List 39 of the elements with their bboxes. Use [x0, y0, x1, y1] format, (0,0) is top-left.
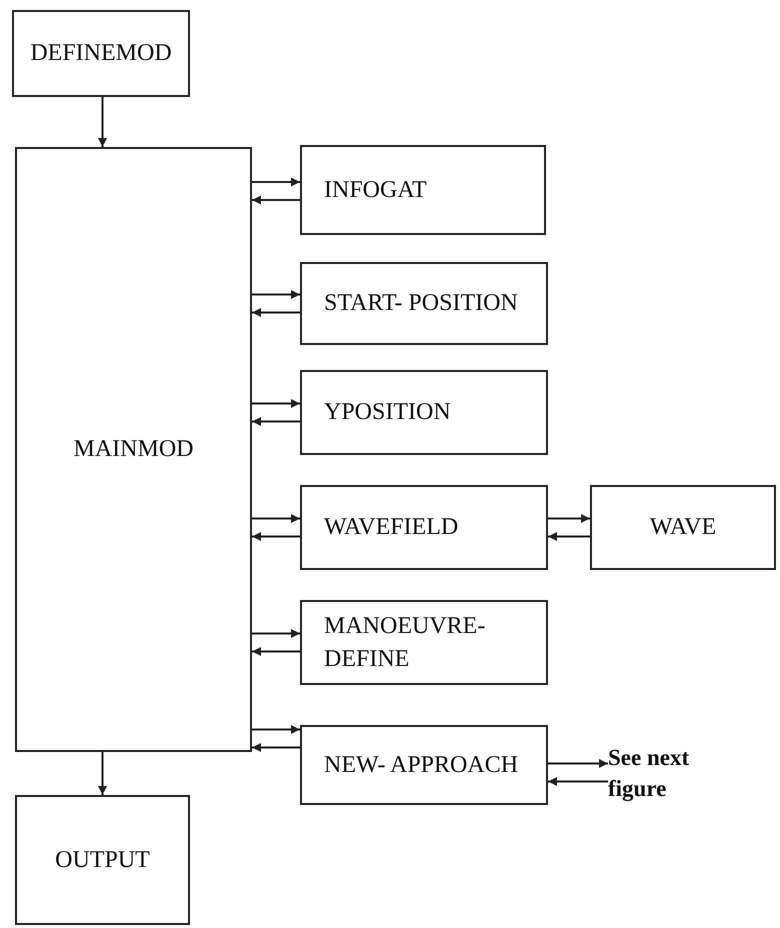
arrow: [252, 629, 300, 638]
box-label: INFOGAT: [324, 176, 427, 205]
arrow: [98, 752, 107, 795]
box-label: YPOSITION: [324, 398, 451, 428]
arrow: [252, 647, 300, 656]
process-box: [300, 370, 548, 455]
box-label: OUTPUT: [55, 846, 150, 875]
process-box: [300, 600, 548, 685]
arrow: [548, 777, 608, 786]
box-label: MANOEUVRE- DEFINE: [324, 612, 486, 674]
arrow: [252, 514, 300, 523]
note-text: See next figure: [608, 744, 690, 804]
box-label: WAVE: [650, 513, 716, 542]
box-label: WAVEFIELD: [324, 513, 458, 542]
box-label: NEW- APPROACH: [324, 750, 518, 780]
process-box: [300, 145, 546, 235]
arrow: [252, 417, 300, 426]
arrow: [252, 178, 300, 186]
process-box: [300, 485, 548, 570]
arrow: [548, 532, 590, 541]
arrow: [252, 308, 300, 317]
arrow: [252, 399, 300, 408]
process-box: [300, 725, 548, 805]
process-box: [15, 147, 252, 752]
process-box: [590, 485, 776, 570]
arrow: [252, 196, 300, 204]
box-label: START- POSITION: [324, 289, 518, 318]
process-box: [300, 262, 548, 345]
arrow: [252, 725, 300, 734]
arrow: [252, 290, 300, 299]
arrow: [252, 532, 300, 541]
box-label: MAINMOD: [74, 435, 194, 464]
box-label: DEFINEMOD: [30, 39, 172, 68]
process-box: [12, 10, 190, 97]
arrow: [548, 759, 608, 768]
arrow: [548, 514, 590, 523]
arrow: [98, 97, 107, 147]
arrow: [252, 743, 300, 752]
process-box: [15, 795, 190, 925]
